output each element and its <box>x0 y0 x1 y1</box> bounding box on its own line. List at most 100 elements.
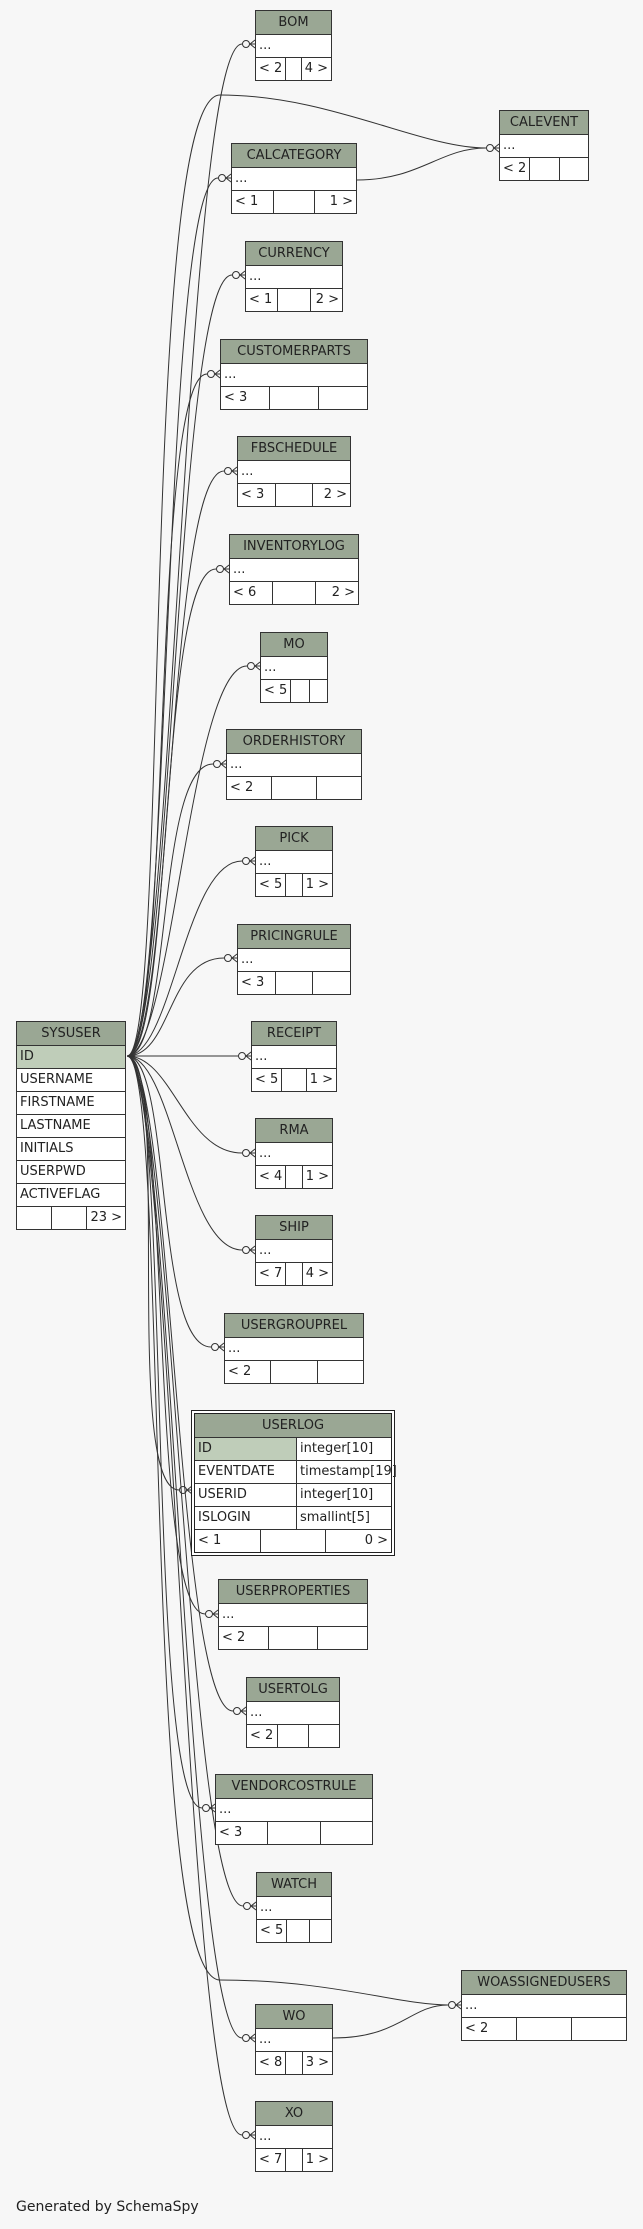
bom-zero-marker <box>242 40 250 48</box>
table-usertolg[interactable]: USERTOLG ... < 2 <box>246 1677 340 1748</box>
table-fbschedule-columns: ... <box>238 461 350 484</box>
table-vendorcostrule-footer: < 3 <box>216 1822 372 1844</box>
customerparts-crowfoot <box>214 373 221 379</box>
table-watch-columns: ... <box>257 1897 331 1920</box>
table-usergrouprel-header: USERGROUPREL <box>225 1314 363 1338</box>
customerparts-zero-marker <box>207 370 215 378</box>
usergrouprel-crowfoot <box>218 1342 225 1348</box>
table-calevent[interactable]: CALEVENT ... < 2 <box>499 110 589 181</box>
calevent-zero-marker <box>486 144 494 152</box>
table-vendorcostrule[interactable]: VENDORCOSTRULE ... < 3 <box>215 1774 373 1845</box>
bom-crowfoot <box>249 43 256 49</box>
fbschedule-crowfoot <box>231 470 238 476</box>
table-customerparts[interactable]: CUSTOMERPARTS ... < 3 <box>220 339 368 410</box>
table-calcategory-columns: ... <box>232 168 356 191</box>
watch-crowfoot <box>250 1905 257 1911</box>
inventorylog-zero-marker <box>216 565 224 573</box>
calevent-crowfoot <box>493 143 500 149</box>
table-rma-columns: ... <box>256 1143 332 1166</box>
table-mo-header: MO <box>261 633 327 657</box>
receipt-crowfoot <box>245 1055 252 1061</box>
table-userproperties-columns: ... <box>219 1604 367 1627</box>
currency-crowfoot <box>239 270 246 276</box>
table-usertolg-footer: < 2 <box>247 1725 339 1747</box>
ship-zero-marker <box>242 1246 250 1254</box>
edge-sysuser-bom <box>126 43 243 1057</box>
edge-sysuser-calcategory <box>126 177 219 1057</box>
table-calevent-footer: < 2 <box>500 158 588 180</box>
table-woassignedusers[interactable]: WOASSIGNEDUSERS ... < 2 <box>461 1970 627 2041</box>
receipt-zero-marker <box>238 1052 246 1060</box>
table-mo-footer: < 5 <box>261 680 327 702</box>
table-woassignedusers-footer: < 2 <box>462 2018 626 2040</box>
table-inventorylog-columns: ... <box>230 559 358 582</box>
usertolg-crowfoot <box>240 1706 247 1712</box>
table-receipt-header: RECEIPT <box>252 1022 336 1046</box>
currency-zero-marker <box>232 271 240 279</box>
table-woassignedusers-header: WOASSIGNEDUSERS <box>462 1971 626 1995</box>
pick-zero-marker <box>242 857 250 865</box>
fbschedule-crowfoot <box>231 466 238 472</box>
xo-crowfoot <box>249 2130 256 2136</box>
table-fbschedule-header: FBSCHEDULE <box>238 437 350 461</box>
table-userlog-header: USERLOG <box>195 1414 391 1438</box>
table-bom-header: BOM <box>256 11 331 35</box>
edge-sysuser-orderhistory <box>126 763 214 1057</box>
table-pricingrule[interactable]: PRICINGRULE ... < 3 <box>237 924 351 995</box>
table-usergrouprel[interactable]: USERGROUPREL ... < 2 <box>224 1313 364 1384</box>
table-orderhistory[interactable]: ORDERHISTORY ... < 2 <box>226 729 362 800</box>
table-rma-header: RMA <box>256 1119 332 1143</box>
table-pricingrule-header: PRICINGRULE <box>238 925 350 949</box>
userlog-zero-marker <box>179 1486 187 1494</box>
orderhistory-crowfoot <box>220 763 227 769</box>
table-mo[interactable]: MO ... < 5 <box>260 632 328 703</box>
table-pick-header: PICK <box>256 827 332 851</box>
table-watch[interactable]: WATCH ... < 5 <box>256 1872 332 1943</box>
usergrouprel-zero-marker <box>211 1343 219 1351</box>
edge-sysuser-watch <box>126 1055 244 1907</box>
currency-crowfoot <box>239 274 246 280</box>
table-calevent-header: CALEVENT <box>500 111 588 135</box>
userproperties-crowfoot <box>212 1609 219 1615</box>
calcategory-zero-marker <box>218 174 226 182</box>
edge-sysuser-ship <box>126 1055 243 1251</box>
table-ship-header: SHIP <box>256 1216 332 1240</box>
table-sysuser[interactable]: SYSUSER ID USERNAME FIRSTNAME LASTNAME I… <box>16 1021 126 1230</box>
customerparts-crowfoot <box>214 369 221 375</box>
userproperties-crowfoot <box>212 1613 219 1619</box>
wo-crowfoot <box>249 2037 256 2043</box>
table-userproperties-footer: < 2 <box>219 1627 367 1649</box>
table-receipt-columns: ... <box>252 1046 336 1069</box>
pricingrule-crowfoot <box>231 953 238 959</box>
table-pricingrule-columns: ... <box>238 949 350 972</box>
table-userproperties-header: USERPROPERTIES <box>219 1580 367 1604</box>
mo-zero-marker <box>247 662 255 670</box>
wo-crowfoot <box>249 2033 256 2039</box>
edge-sysuser-pricingrule <box>126 957 225 1057</box>
table-userproperties[interactable]: USERPROPERTIES ... < 2 <box>218 1579 368 1650</box>
table-mo-columns: ... <box>261 657 327 680</box>
edge-sysuser-fbschedule <box>126 470 225 1057</box>
bom-crowfoot <box>249 39 256 45</box>
rma-zero-marker <box>242 1149 250 1157</box>
pick-crowfoot <box>249 856 256 862</box>
